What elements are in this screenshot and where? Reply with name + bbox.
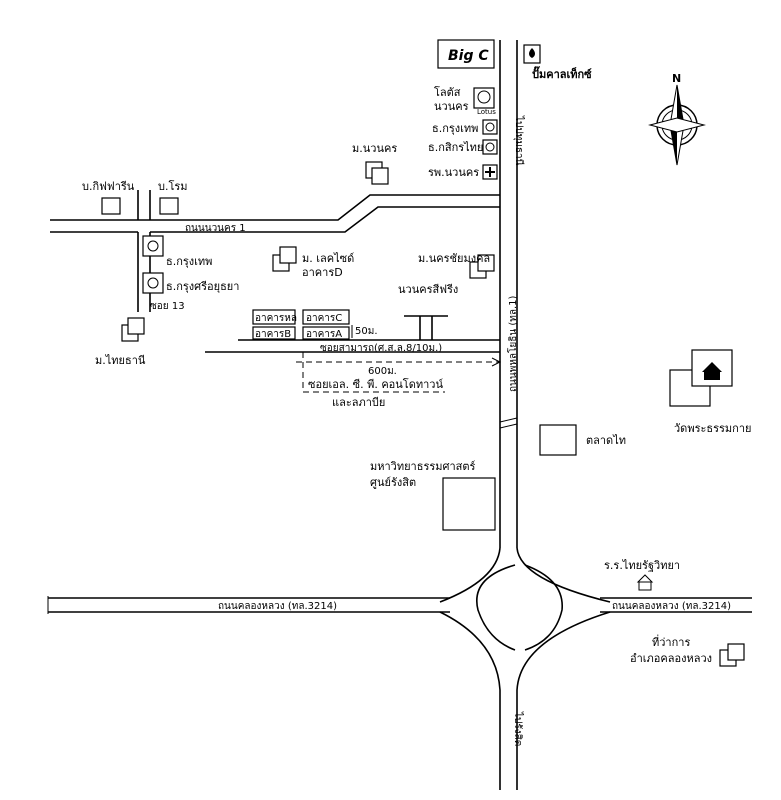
- compass-north: N: [672, 72, 681, 85]
- label-bldg-main: อาคารหล: [255, 313, 297, 324]
- road-label-soi-samakkhi: ซอยสามารถ(ศ.ส.ล.8/10ม.): [320, 343, 442, 354]
- khlong-luang-road: [47, 596, 752, 614]
- label-wat: วัดพระธรรมกาย: [674, 422, 751, 435]
- navanakorn-road: [50, 190, 500, 312]
- label-lotus-1: โลตัส: [434, 85, 461, 99]
- label-dist-50: 50ม.: [355, 326, 378, 337]
- road-label-khlong-luang-right: ถนนคลองหลวง (ทล.3214): [612, 601, 731, 612]
- school-icon: [636, 574, 654, 591]
- label-kasikorn: ธ.กสิกรไทย: [428, 141, 483, 154]
- label-krungsri: ธ.กรุงศรีอยุธยา: [166, 280, 239, 293]
- label-mu-lakeside: ม. เลคไซด์: [302, 252, 354, 265]
- distance-markers: [296, 325, 502, 393]
- soi-samakkhi-road: [205, 315, 500, 353]
- label-talad: ตลาดไท: [586, 434, 626, 447]
- pump-icon: [523, 44, 541, 64]
- label-mu-navanakorn: ม.นวนคร: [352, 142, 397, 155]
- label-b-rom: บ.โรม: [158, 179, 188, 193]
- label-hospital: รพ.นวนคร: [428, 166, 479, 179]
- bank-icon-left: [147, 240, 159, 252]
- label-bigc: Big C: [448, 48, 489, 64]
- kasikorn-icon: [485, 142, 495, 152]
- label-pump: ปั๊มคาลเท็กซ์: [532, 66, 592, 81]
- compass-rose-icon: N: [648, 72, 706, 166]
- label-building-d: อาคารD: [302, 266, 343, 279]
- label-university-2: ศูนย์รังสิต: [370, 476, 416, 489]
- label-lpn-1: ซอยเอล. ซี. พี. คอนโดทาวน์: [308, 377, 443, 391]
- label-district-2: อำเภอคลองหลวง: [630, 652, 712, 665]
- label-b-kittharin: บ.กิฟฟารีน: [82, 180, 135, 193]
- road-label-to-pathum: ไปปทุมธานี: [513, 115, 525, 166]
- road-label-to-rangsit: ไปรังสิต: [512, 711, 524, 746]
- label-navanakorn-place: นวนครสีฟรีง: [398, 283, 458, 296]
- label-district-1: ที่ว่าการ: [652, 634, 690, 649]
- road-label-navanakorn: ถนนนวนคร 1: [185, 223, 246, 234]
- label-mu-nakhon-mongkhon: ม.นครชัยมงคล: [418, 252, 490, 265]
- label-university-1: มหาวิทยาธรรมศาสตร์: [370, 460, 476, 473]
- label-lotus-2: นวนคร: [434, 100, 469, 113]
- label-bangkok-bank-left: ธ.กรุงเทพ: [166, 255, 212, 268]
- svg-text:Lotus: Lotus: [477, 108, 496, 116]
- bank-icon: [485, 122, 495, 132]
- label-bldg-c: อาคารC: [306, 313, 342, 324]
- road-label-phahonyothin: ถนนพหลโยธิน (ทล.1): [506, 295, 519, 392]
- label-bangkok-bank-top: ธ.กรุงเทพ: [432, 122, 478, 135]
- hospital-icon: [485, 167, 495, 177]
- interchange: [476, 564, 563, 651]
- label-mu-thaithani: ม.ไทยธานี: [95, 354, 146, 367]
- road-label-soi13: ซอย 13: [150, 301, 185, 312]
- buildings: [101, 39, 745, 667]
- label-bldg-b: อาคารB: [255, 329, 291, 340]
- label-dist-600: 600ม.: [368, 366, 397, 377]
- label-lpn-2: และลภาบีย: [332, 396, 385, 409]
- krungsri-icon: [147, 277, 159, 289]
- temple-icon: [702, 362, 722, 380]
- lotus-logo-icon: Lotus: [477, 90, 496, 116]
- phahonyothin-road: [439, 40, 611, 790]
- label-bldg-a: อาคารA: [306, 329, 342, 340]
- road-label-khlong-luang-left: ถนนคลองหลวง (ทล.3214): [218, 601, 337, 612]
- label-school: ร.ร.ไทยรัฐวิทยา: [604, 559, 680, 572]
